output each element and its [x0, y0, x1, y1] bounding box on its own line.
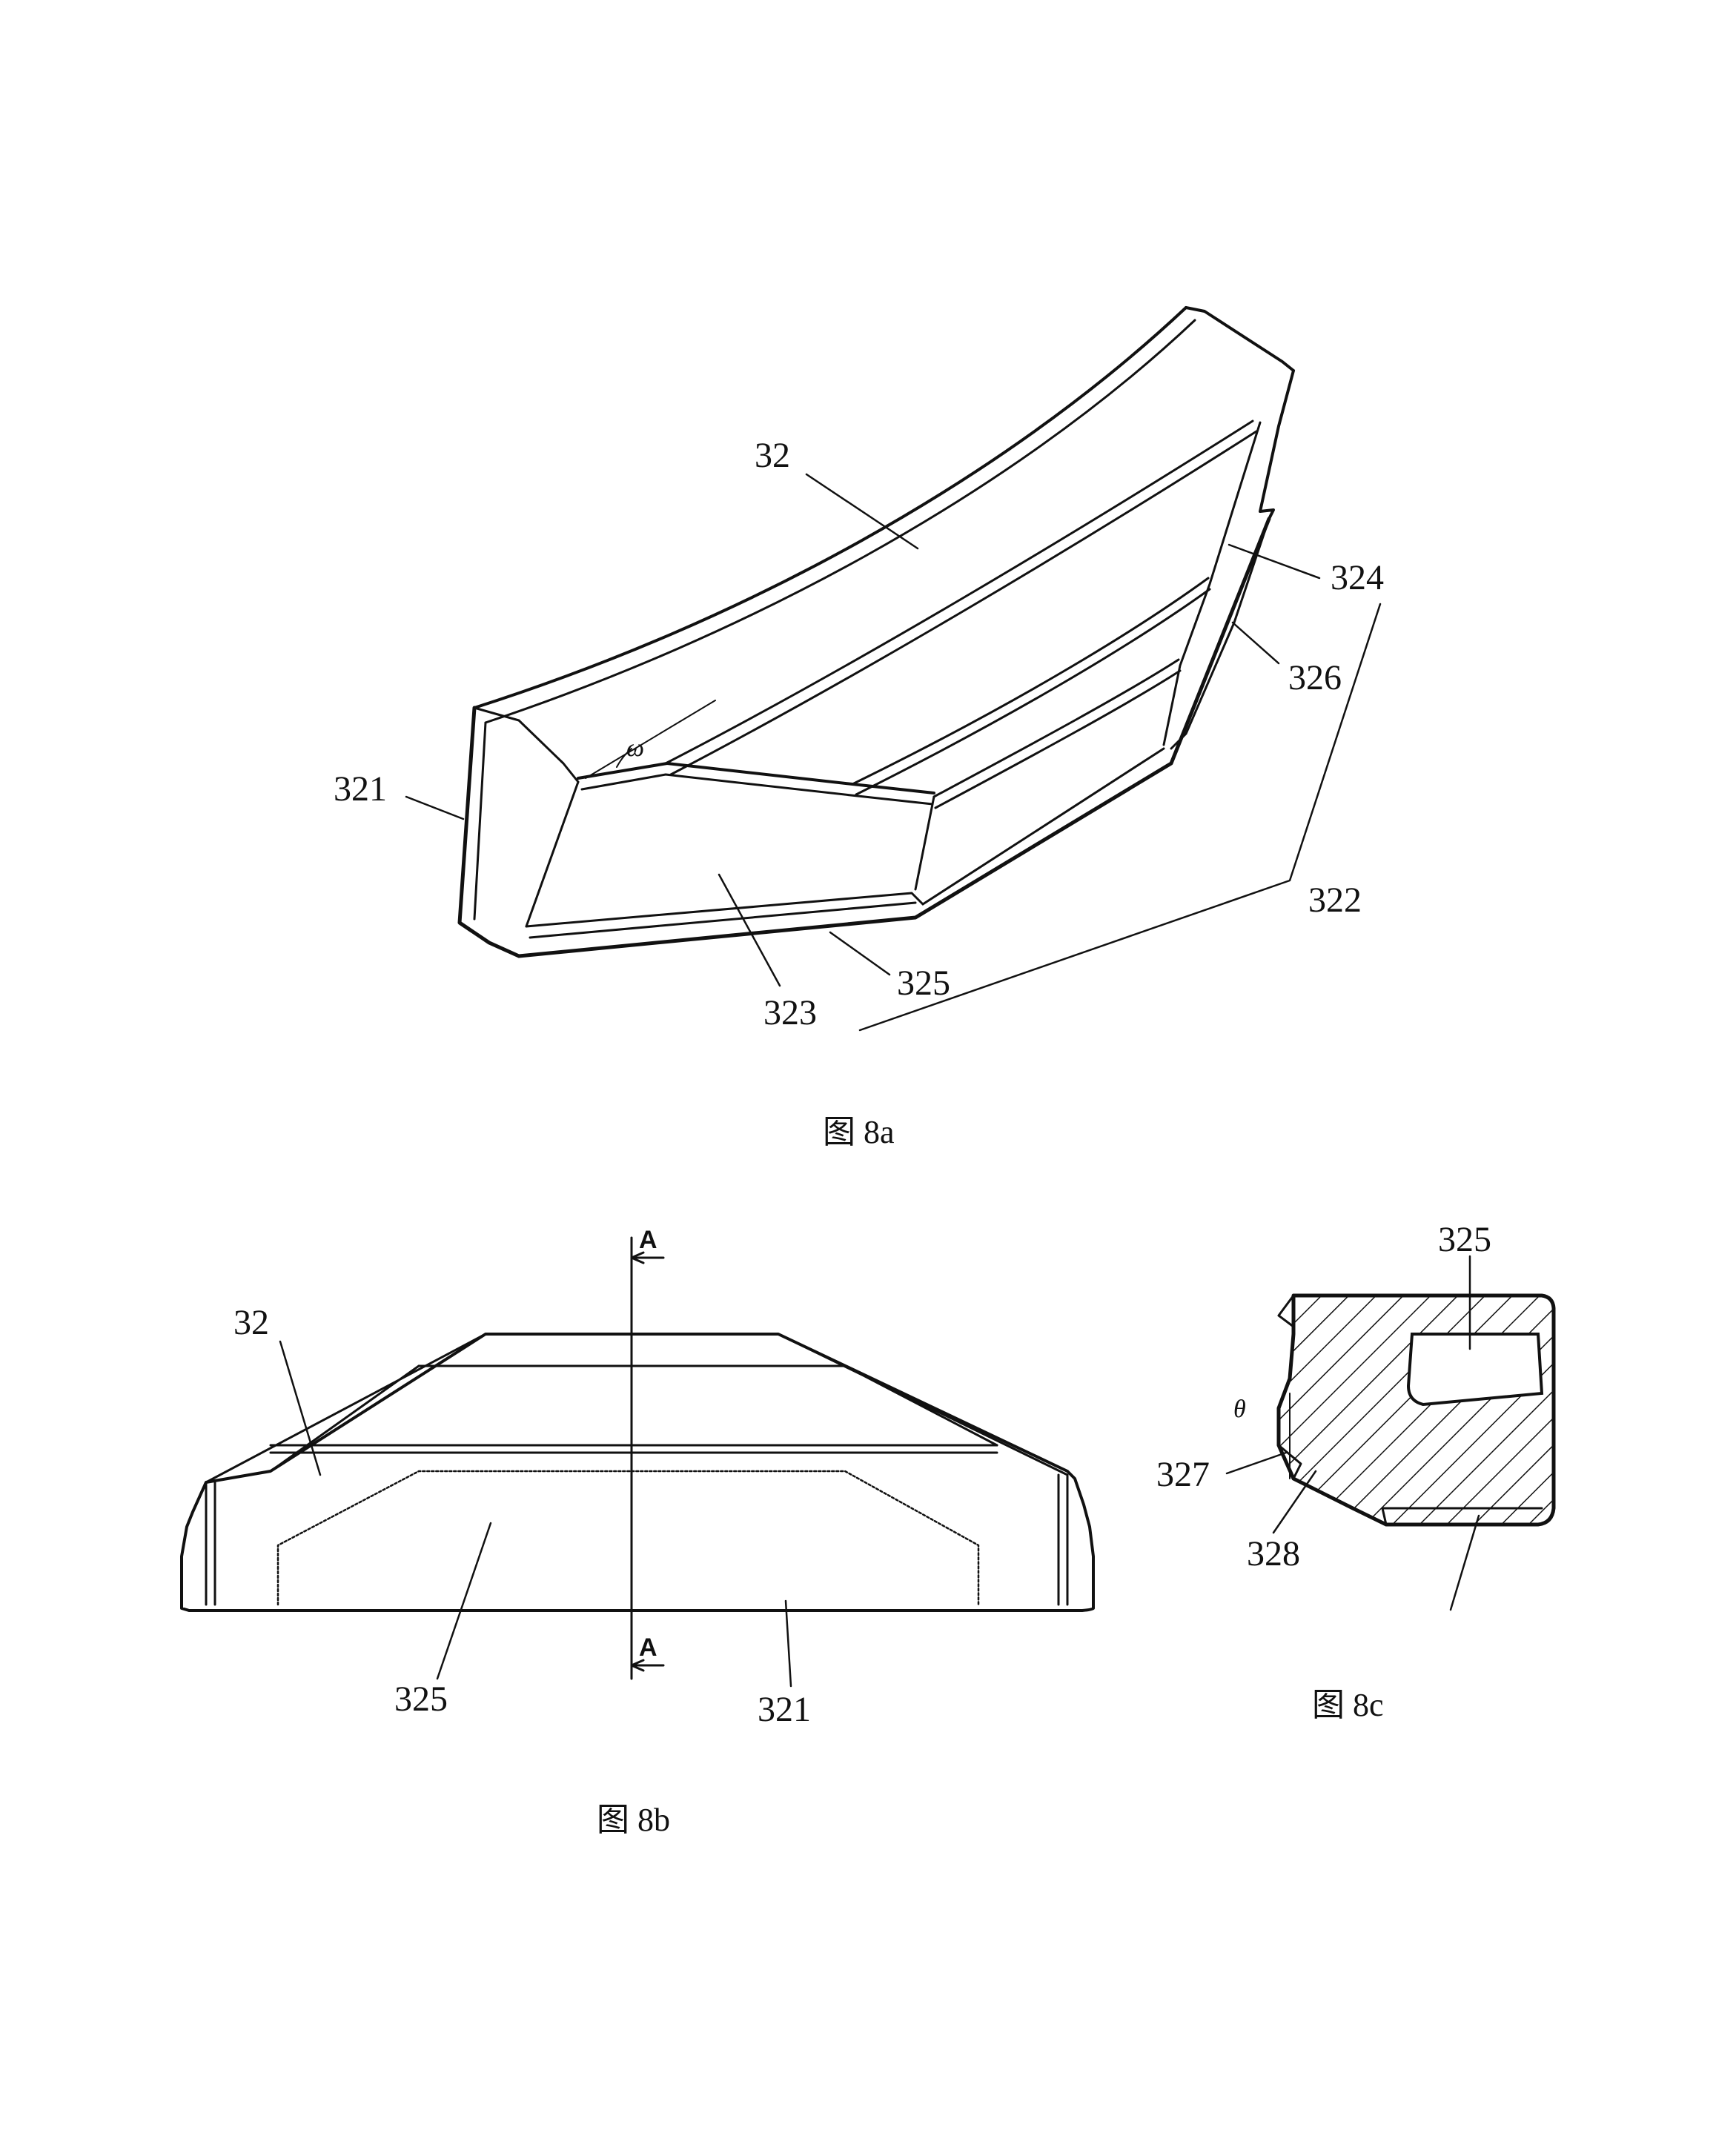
- pocket-left-edge: [525, 780, 580, 928]
- end-face-321: [457, 706, 521, 958]
- label-324: 324: [1331, 558, 1384, 597]
- facet-edge-c: [914, 795, 935, 891]
- leader-32-b: [279, 1340, 322, 1476]
- label-322: 322: [1308, 880, 1362, 920]
- leader-325-b: [436, 1522, 492, 1680]
- base-right-edge: [921, 747, 1165, 906]
- ridge-line-2: [669, 430, 1258, 776]
- end-face-inner-edge: [473, 721, 487, 921]
- label-326: 326: [1288, 658, 1342, 697]
- slope-right: [777, 1333, 1069, 1476]
- label-321: 321: [334, 769, 387, 809]
- section-arrow-bottom: [630, 1659, 665, 1672]
- leader-327: [1225, 1451, 1288, 1475]
- figure-8c: θ 325 327 328 图 8c: [1156, 1220, 1556, 1723]
- section-chamfer-327: [1277, 1444, 1302, 1480]
- label-325-c: 325: [1438, 1220, 1491, 1259]
- section-mark-bottom: A: [639, 1633, 657, 1662]
- ridge-line-1: [664, 419, 1254, 765]
- leader-32: [805, 473, 919, 550]
- slope-left: [205, 1333, 487, 1484]
- figure-8b: A A 32 325 321 图 8b: [180, 1226, 1095, 1838]
- leader-bottom: [1449, 1514, 1480, 1611]
- pocket-upper-edge: [577, 762, 935, 795]
- label-32-b: 32: [233, 1303, 269, 1342]
- right-top-corner: [1185, 306, 1295, 372]
- hidden-pocket-325: [276, 1470, 980, 1606]
- leader-328: [1272, 1470, 1317, 1534]
- pocket-bottom-edge: [525, 892, 924, 928]
- leader-325: [829, 931, 891, 976]
- label-325-b: 325: [394, 1679, 448, 1719]
- label-325: 325: [897, 963, 950, 1003]
- omega-symbol: ω: [626, 734, 644, 762]
- base-bottom-edge: [517, 517, 1271, 958]
- pocket-upper-edge-2: [580, 773, 934, 806]
- top-face-back-edge: [484, 319, 1196, 724]
- section-bottom-step: [1381, 1507, 1543, 1526]
- leader-326: [1231, 621, 1280, 665]
- label-321-b: 321: [758, 1690, 811, 1729]
- section-hatch: [1279, 1296, 1554, 1525]
- label-32: 32: [755, 436, 790, 475]
- leader-321: [405, 795, 465, 820]
- ridge-line-5: [932, 658, 1180, 798]
- omega-ray: [585, 700, 716, 779]
- side-edge-left: [205, 1481, 216, 1606]
- label-327: 327: [1156, 1455, 1210, 1494]
- leader-322: [858, 603, 1382, 1032]
- pocket-bottom-edge-2: [529, 901, 917, 939]
- ridge-line-3: [851, 577, 1210, 786]
- ridge-line-4: [855, 588, 1211, 796]
- facet-edge-a: [1162, 421, 1262, 746]
- section-mark-top: A: [639, 1226, 657, 1254]
- leader-323: [718, 873, 781, 987]
- outline-front-view: [180, 1333, 1095, 1612]
- side-edge-right: [1057, 1473, 1069, 1606]
- top-face-front-edge: [473, 306, 1187, 709]
- label-323: 323: [763, 993, 817, 1032]
- theta-symbol: θ: [1233, 1396, 1246, 1423]
- left-top-chamfer: [473, 706, 580, 783]
- section-cavity-325: [1406, 1333, 1544, 1407]
- label-328: 328: [1247, 1534, 1300, 1573]
- section-top-lip: [1277, 1294, 1295, 1328]
- caption-8c: 图 8c: [1312, 1687, 1384, 1723]
- caption-8b: 图 8b: [597, 1802, 670, 1838]
- right-end-edge: [1259, 369, 1295, 520]
- ridge-line-6: [934, 669, 1182, 809]
- leader-324: [1228, 543, 1321, 580]
- caption-8a: 图 8a: [823, 1114, 895, 1150]
- omega-arc: [616, 748, 632, 768]
- section-arrow-top: [630, 1251, 665, 1264]
- leader-321-b: [784, 1599, 792, 1688]
- figure-8a: ω 32 321 324 326 322 325 323 图 8a: [334, 306, 1384, 1150]
